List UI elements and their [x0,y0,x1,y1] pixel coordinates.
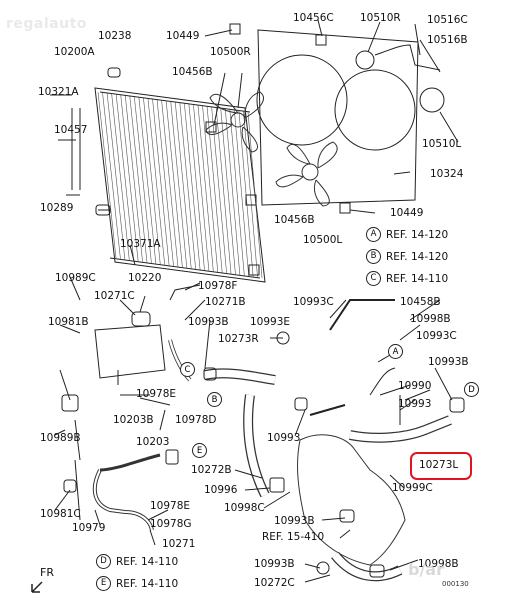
part-label-10272b[interactable]: 10272B [191,464,232,476]
ref-c[interactable]: C REF. 14-110 [366,271,448,286]
part-label-10516b[interactable]: 10516B [427,34,468,46]
ref-e-marker: E [96,576,111,591]
part-label-10978g[interactable]: 10978G [150,518,192,530]
ref-a[interactable]: A REF. 14-120 [366,227,448,242]
part-label-10993b-4[interactable]: 10993B [254,558,295,570]
radiator-core [94,87,266,283]
part-label-10998b-2[interactable]: 10998B [418,558,459,570]
ref-mid-text: REF. 15-410 [262,531,325,543]
fan-ring-right [334,69,416,151]
part-label-10993b[interactable]: 10993B [188,316,229,328]
part-label-10500r[interactable]: 10500R [210,46,251,58]
ref-d-marker: D [96,554,111,569]
ref-c-marker: C [366,271,381,286]
ref-b[interactable]: B REF. 14-120 [366,249,448,264]
part-label-10271[interactable]: 10271 [162,538,196,550]
part-label-10203[interactable]: 10203 [136,436,170,448]
diagram-code: 000130 [442,580,469,588]
part-label-10978f[interactable]: 10978F [198,280,238,292]
part-label-10457[interactable]: 10457 [54,124,88,136]
part-label-10996[interactable]: 10996 [204,484,238,496]
part-label-10324[interactable]: 10324 [430,168,464,180]
ref-b-text: REF. 14-120 [386,250,449,263]
ref-a-marker: A [366,227,381,242]
ref-a-text: REF. 14-120 [386,228,449,241]
part-label-10978d[interactable]: 10978D [175,414,217,426]
part-label-10510r[interactable]: 10510R [360,12,401,24]
part-label-10993-mid[interactable]: 10993 [267,432,301,444]
part-label-10203b[interactable]: 10203B [113,414,154,426]
part-label-10989c[interactable]: 10989C [55,272,96,284]
part-label-10321a[interactable]: 10321A [38,86,79,98]
part-label-10993e[interactable]: 10993E [250,316,291,328]
part-label-10993b-2[interactable]: 10993B [428,356,469,368]
part-label-10456c[interactable]: 10456C [293,12,334,24]
part-label-10999c[interactable]: 10999C [392,482,433,494]
ref-e[interactable]: E REF. 14-110 [96,576,178,591]
watermark: regalauto [6,16,87,32]
ref-b-marker: B [366,249,381,264]
part-label-10456b-bottom[interactable]: 10456B [274,214,315,226]
part-label-10271b[interactable]: 10271B [205,296,246,308]
part-label-10981c[interactable]: 10981C [40,508,81,520]
part-label-10200a[interactable]: 10200A [54,46,95,58]
marker-d: D [464,382,479,397]
ref-c-text: REF. 14-110 [386,272,449,285]
part-label-10371a[interactable]: 10371A [120,238,161,250]
part-label-10500l[interactable]: 10500L [303,234,343,246]
part-label-10993c-2[interactable]: 10993C [416,330,457,342]
part-label-10289[interactable]: 10289 [40,202,74,214]
part-label-10238[interactable]: 10238 [98,30,132,42]
part-label-10273l[interactable]: 10273L [419,459,459,471]
part-label-10979[interactable]: 10979 [72,522,106,534]
part-label-10273r[interactable]: 10273R [218,333,259,345]
part-label-10510l[interactable]: 10510L [422,138,462,150]
fan-motor [419,87,445,113]
corner-watermark: b/ar [408,560,444,579]
fan-blade-top [205,91,264,153]
part-label-10449-bottom[interactable]: 10449 [390,207,424,219]
part-label-10271c[interactable]: 10271C [94,290,135,302]
highlight-box [410,452,472,480]
marker-e: E [192,443,207,458]
ref-e-text: REF. 14-110 [116,577,179,590]
part-label-10981b[interactable]: 10981B [48,316,89,328]
marker-c: C [180,362,195,377]
part-label-10978e[interactable]: 10978E [136,388,177,400]
part-label-10993c[interactable]: 10993C [293,296,334,308]
part-label-10456b[interactable]: 10456B [172,66,213,78]
part-label-10998b[interactable]: 10998B [410,313,451,325]
reserve-tank [94,324,166,379]
ref-d-text: REF. 14-110 [116,555,179,568]
fan-blade-bottom [275,141,338,207]
ref-mid[interactable]: REF. 15-410 [262,530,324,544]
part-label-10516c[interactable]: 10516C [427,14,468,26]
marker-a: A [388,344,403,359]
part-label-10449[interactable]: 10449 [166,30,200,42]
marker-b: B [207,392,222,407]
part-label-10993b-3[interactable]: 10993B [274,515,315,527]
ref-d[interactable]: D REF. 14-110 [96,554,178,569]
part-label-10993[interactable]: 10993 [398,398,432,410]
part-label-10220[interactable]: 10220 [128,272,162,284]
part-label-10990[interactable]: 10990 [398,380,432,392]
part-label-10989b[interactable]: 10989B [40,432,81,444]
part-label-10998c[interactable]: 10998C [224,502,265,514]
part-label-10978e-2[interactable]: 10978E [150,500,191,512]
fan-shroud [257,29,419,206]
front-marker: FR [40,566,54,579]
part-label-10272c[interactable]: 10272C [254,577,295,589]
fan-ring-left [256,54,348,146]
part-label-10458b[interactable]: 10458B [400,296,441,308]
